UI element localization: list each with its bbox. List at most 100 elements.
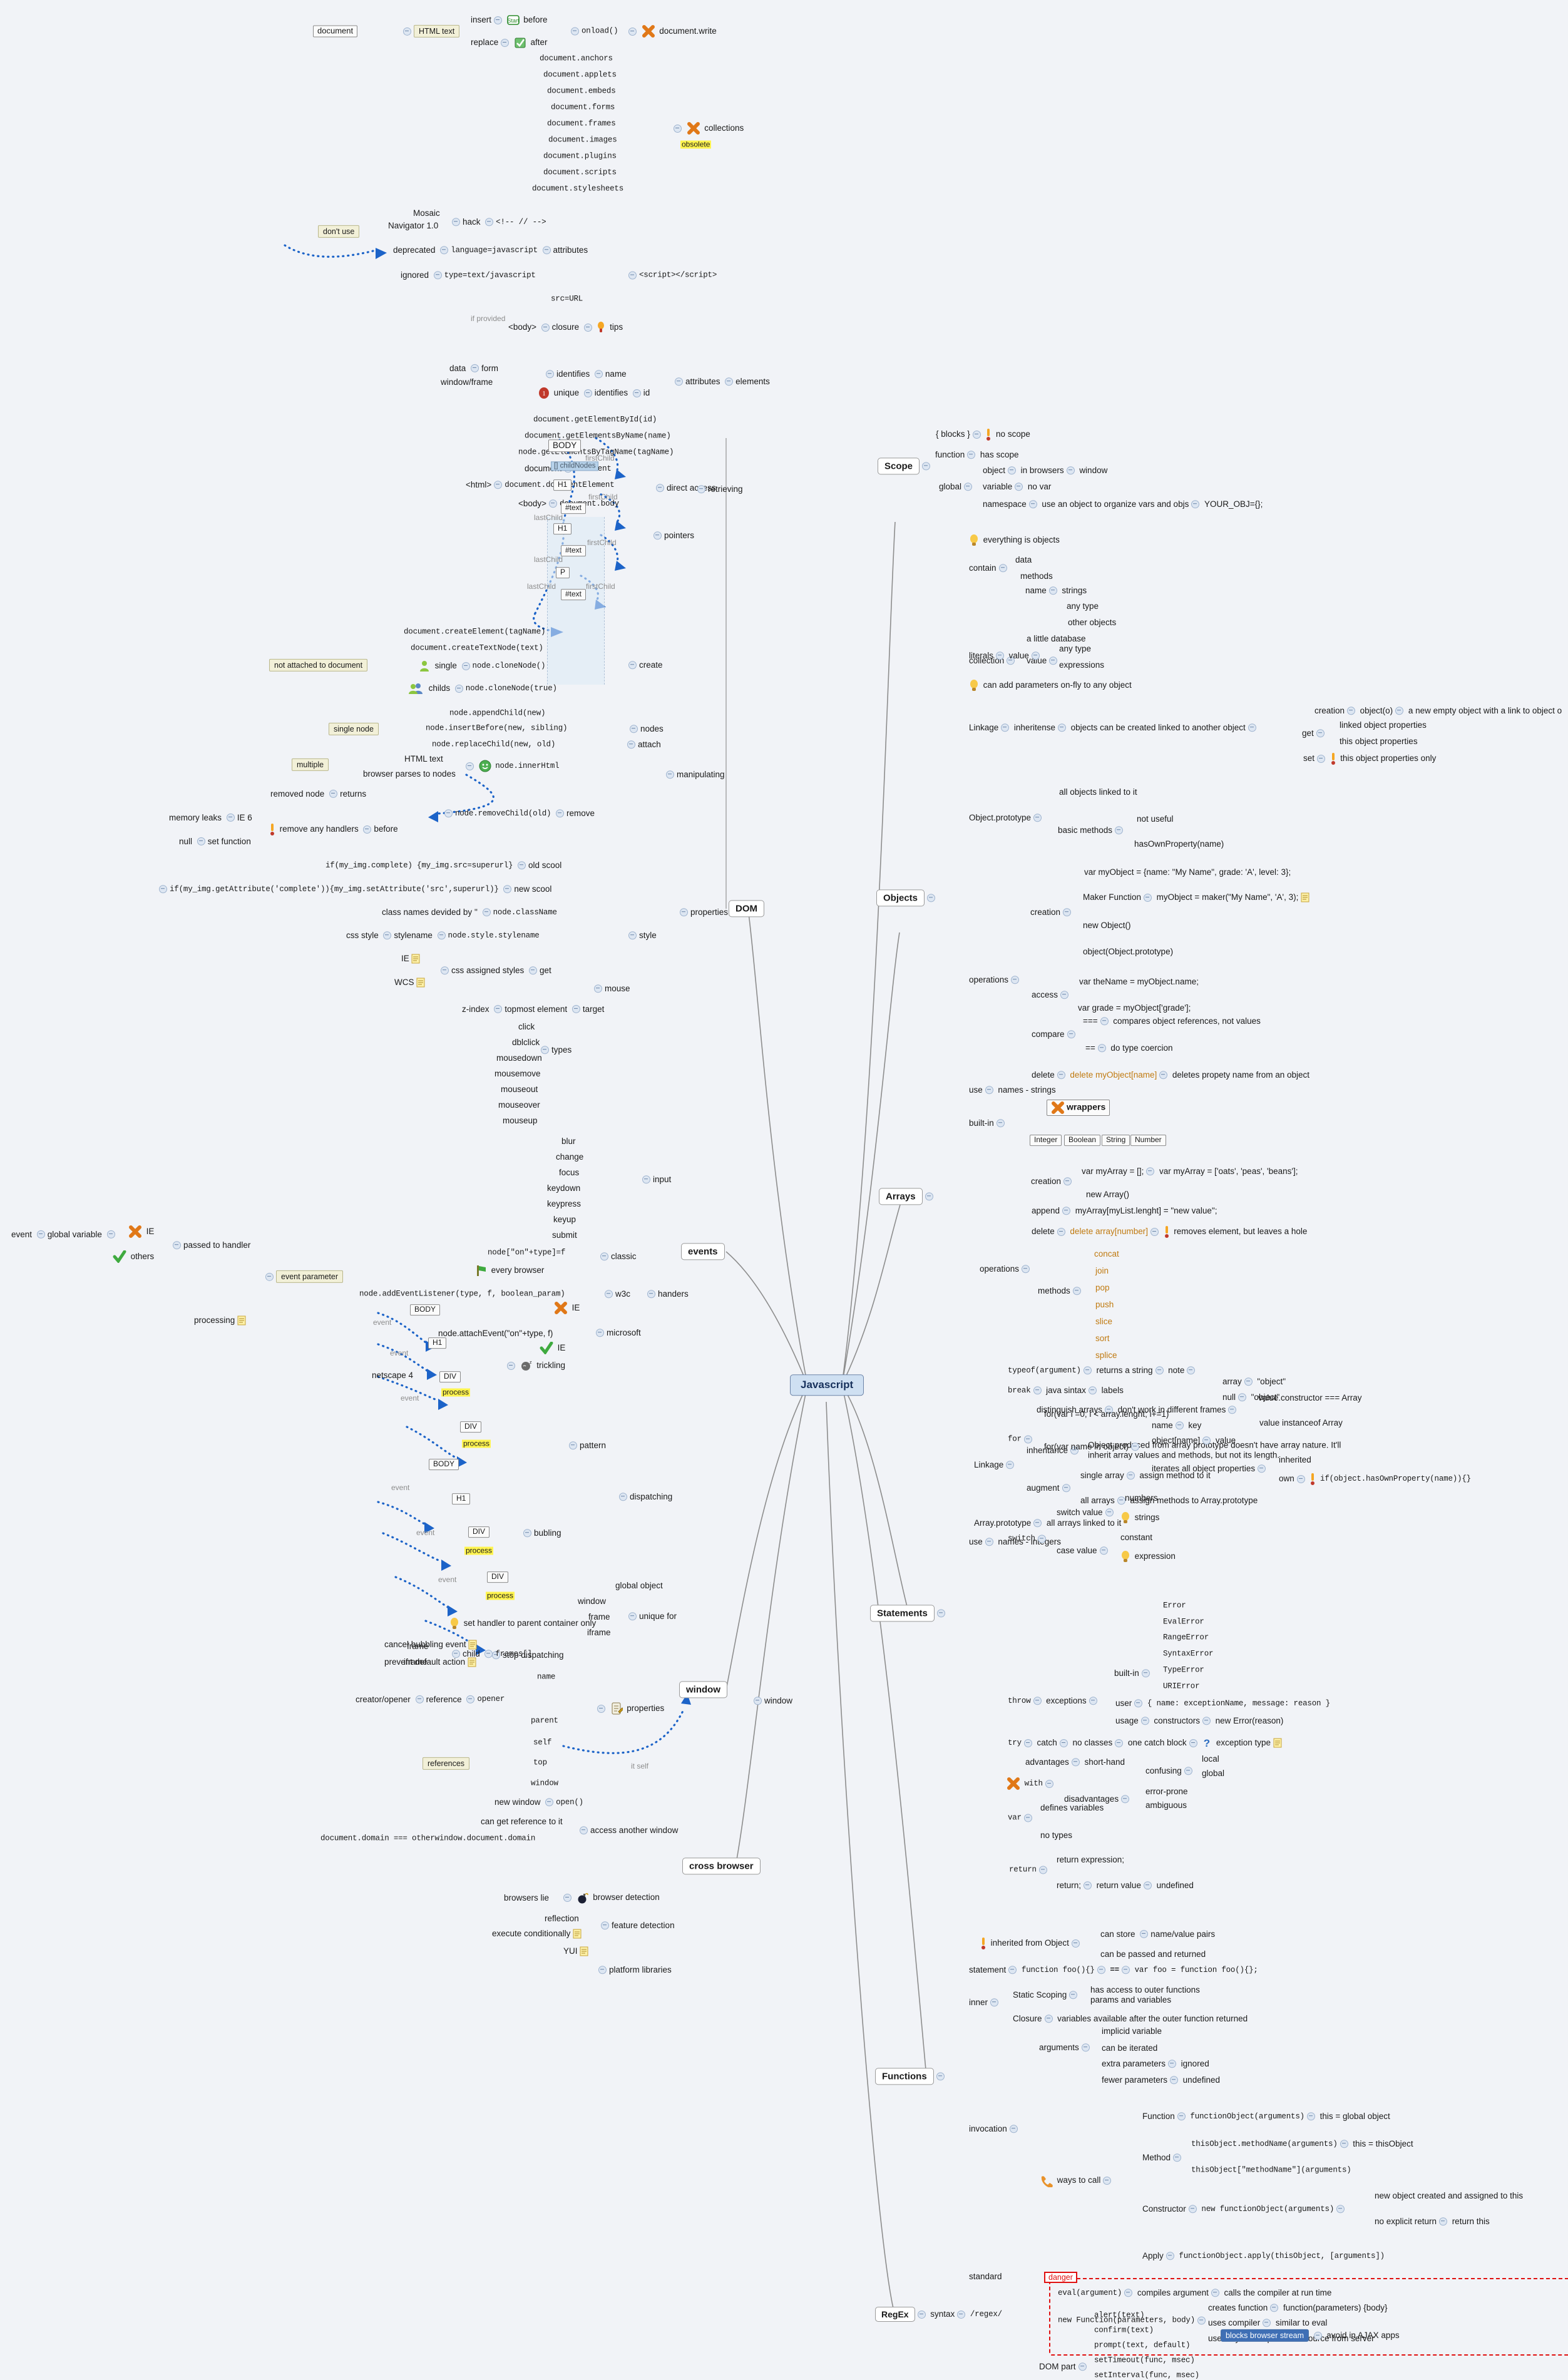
collapse-dot[interactable] bbox=[1099, 1546, 1108, 1555]
fewer-parameters-node[interactable]: fewer parameters undefined bbox=[1102, 2075, 1220, 2085]
collapse-dot[interactable] bbox=[1155, 1366, 1164, 1375]
collapse-dot[interactable] bbox=[628, 27, 637, 36]
mouse-event[interactable]: click bbox=[518, 1021, 535, 1031]
arrays-creation-node[interactable]: creation bbox=[1031, 1177, 1074, 1187]
usage-exception-node[interactable]: usage constructors new Error(reason) bbox=[1115, 1716, 1284, 1726]
collapse-dot[interactable] bbox=[1336, 2205, 1345, 2214]
array-method[interactable]: pop bbox=[1095, 1282, 1110, 1292]
collapse-dot[interactable] bbox=[484, 1650, 493, 1658]
objects-methods[interactable]: methods bbox=[1020, 571, 1053, 581]
input-label[interactable]: input bbox=[640, 1175, 671, 1185]
collapse-dot[interactable] bbox=[1097, 1044, 1106, 1053]
collapse-dot[interactable] bbox=[1071, 1939, 1080, 1948]
collapse-dot[interactable] bbox=[1134, 1699, 1143, 1708]
collapse-dot[interactable] bbox=[990, 1998, 999, 2007]
collapse-dot[interactable] bbox=[1395, 707, 1404, 715]
scope-global-object-node[interactable]: object in browsers window bbox=[983, 466, 1108, 476]
html-text-label[interactable]: HTML text bbox=[404, 753, 443, 764]
remove-handlers-node[interactable]: remove any handlers before bbox=[269, 823, 398, 835]
with-node[interactable]: with bbox=[1007, 1777, 1056, 1790]
objects-delete-node[interactable]: delete delete myObject[name] deletes pro… bbox=[1032, 1070, 1309, 1080]
inherited-label[interactable]: inherited bbox=[1279, 1454, 1311, 1464]
trickling-body[interactable]: BODY bbox=[410, 1304, 441, 1315]
css-assigned-node[interactable]: css assigned styles get bbox=[438, 966, 551, 976]
window-branch-label[interactable]: window bbox=[751, 1696, 792, 1706]
fn-can-be-passed[interactable]: can be passed and returned bbox=[1100, 1949, 1206, 1959]
array-method[interactable]: concat bbox=[1094, 1249, 1119, 1259]
attributes-elements-node[interactable]: attributes elements bbox=[672, 377, 770, 387]
browser-parses-label[interactable]: browser parses to nodes bbox=[363, 769, 456, 779]
collapse-dot[interactable] bbox=[571, 27, 579, 36]
add-params-hint[interactable]: can add parameters on-fly to any object bbox=[969, 678, 1132, 692]
collapse-dot[interactable] bbox=[1173, 2153, 1182, 2162]
collapse-dot[interactable] bbox=[501, 38, 510, 47]
static-scoping-node[interactable]: Static Scoping bbox=[1013, 1990, 1080, 2000]
collapse-dot[interactable] bbox=[725, 377, 734, 386]
trickling-label[interactable]: z trickling bbox=[505, 1360, 565, 1371]
passed-to-handler-label[interactable]: passed to handler bbox=[170, 1240, 250, 1250]
access-bracket-code[interactable]: var grade = myObject['grade']; bbox=[1078, 1003, 1191, 1013]
pointers-label[interactable]: pointers bbox=[651, 531, 694, 541]
collapse-dot[interactable] bbox=[1296, 1474, 1305, 1483]
unique-for-label[interactable]: unique for bbox=[626, 1611, 677, 1622]
w3c-label[interactable]: w3c bbox=[602, 1289, 630, 1299]
platform-libraries-label[interactable]: platform libraries bbox=[596, 1965, 672, 1975]
user-exception-node[interactable]: user { name: exceptionName, message: rea… bbox=[1115, 1698, 1330, 1708]
collapse-dot[interactable] bbox=[1211, 2289, 1219, 2297]
input-event[interactable]: submit bbox=[552, 1230, 577, 1240]
collapse-dot[interactable] bbox=[594, 370, 603, 379]
retrieving-label[interactable]: retrieving bbox=[695, 484, 743, 494]
collection-item[interactable]: document.images bbox=[548, 135, 617, 145]
execute-conditionally-node[interactable]: execute conditionally bbox=[492, 1929, 583, 1939]
collapse-dot[interactable] bbox=[628, 931, 637, 940]
create-text-node[interactable]: document.createTextNode(text) bbox=[411, 643, 543, 653]
blocks-browser-node[interactable]: blocks browser stream avoid in AJAX apps bbox=[1221, 2329, 1400, 2342]
collapse-dot[interactable] bbox=[1033, 814, 1042, 822]
manipulating-label[interactable]: manipulating bbox=[664, 770, 725, 780]
collapse-dot[interactable] bbox=[1248, 723, 1256, 732]
collection-item[interactable]: document.scripts bbox=[543, 168, 617, 177]
for-in-code[interactable]: for(var name in object) bbox=[1044, 1442, 1142, 1452]
for-node[interactable]: for bbox=[1008, 1435, 1035, 1444]
arrays-inheritance-node[interactable]: inheritance bbox=[1027, 1446, 1081, 1456]
collapse-dot[interactable] bbox=[1187, 1366, 1196, 1375]
ie-note-node[interactable]: IE bbox=[401, 954, 422, 964]
collection-item[interactable]: document.stylesheets bbox=[532, 184, 624, 193]
dom-part-item[interactable]: setTimeout(func, msec) bbox=[1094, 2356, 1195, 2365]
with-disadvantages-node[interactable]: disadvantages bbox=[1064, 1794, 1132, 1804]
collapse-dot[interactable] bbox=[549, 499, 558, 508]
collapse-dot[interactable] bbox=[1057, 1071, 1065, 1080]
collapse-dot[interactable] bbox=[936, 1609, 945, 1618]
collapse-dot[interactable] bbox=[605, 1290, 613, 1299]
collapse-dot[interactable] bbox=[917, 2310, 926, 2319]
collapse-dot[interactable] bbox=[563, 1893, 571, 1902]
event-global-variable[interactable]: event global variable bbox=[11, 1229, 118, 1239]
creator-opener-node[interactable]: creator/opener reference opener bbox=[356, 1694, 505, 1704]
method-dot-code[interactable]: thisObject.methodName(arguments) this = … bbox=[1191, 2139, 1413, 2149]
null-set-function-node[interactable]: null set function bbox=[179, 836, 251, 846]
collapse-dot[interactable] bbox=[106, 1230, 115, 1239]
collapse-dot[interactable] bbox=[1117, 1496, 1125, 1505]
collapse-dot[interactable] bbox=[1044, 2015, 1053, 2023]
collapse-dot[interactable] bbox=[461, 661, 470, 670]
collection-item[interactable]: document.anchors bbox=[540, 54, 613, 63]
everything-is-objects-node[interactable]: everything is objects bbox=[969, 533, 1060, 547]
collapse-dot[interactable] bbox=[1023, 1814, 1032, 1822]
branch-events[interactable]: events bbox=[681, 1243, 725, 1260]
collapse-dot[interactable] bbox=[1033, 1386, 1042, 1395]
collapse-dot[interactable] bbox=[1202, 1717, 1211, 1725]
error-item[interactable]: RangeError bbox=[1163, 1633, 1209, 1642]
new-array-code[interactable]: new Array() bbox=[1086, 1189, 1130, 1199]
collapse-dot[interactable] bbox=[656, 484, 664, 493]
dom-insert-node[interactable]: insert Start before bbox=[471, 15, 548, 25]
input-event[interactable]: keypress bbox=[547, 1198, 582, 1208]
single-array-node[interactable]: single array assign method to it bbox=[1080, 1471, 1211, 1481]
objects-literals-any-type[interactable]: any type bbox=[1059, 643, 1092, 653]
collapse-dot[interactable] bbox=[1144, 893, 1152, 902]
array-literal-empty[interactable]: var myArray = []; var myArray = ['oats',… bbox=[1082, 1167, 1298, 1177]
bubling-label[interactable]: bubling bbox=[521, 1528, 561, 1538]
collapse-dot[interactable] bbox=[1033, 1697, 1042, 1705]
mouse-event[interactable]: dblclick bbox=[512, 1037, 540, 1047]
collapse-dot[interactable] bbox=[1188, 2205, 1197, 2214]
window-frame-node[interactable]: window/frame bbox=[441, 377, 493, 387]
